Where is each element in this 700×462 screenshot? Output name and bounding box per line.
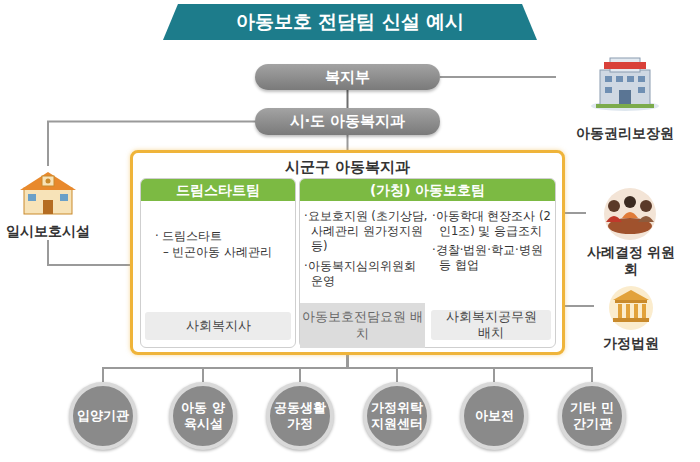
bullet-text: ·요보호지원 (초기상담, 사례관리 원가정지원 등): [304, 209, 428, 254]
node-label: 사례결정 위원회: [586, 244, 676, 278]
ministry-box: 복지부: [255, 64, 440, 90]
node-label: 입양기관: [77, 408, 129, 424]
district-frame: 시군구 아동복지과드림스타트팀 · 드림스타트– 빈곤아동 사례관리사회복지사 (가…: [130, 150, 565, 355]
node-label: 사회복지사: [186, 318, 251, 334]
node-label: 사회복지공무원 배치: [445, 309, 537, 340]
connector-line: [48, 240, 130, 265]
staff-box: 사회복지공무원 배치: [431, 310, 551, 340]
title-banner: 아동보호 전담팀 신설 예시: [163, 4, 537, 40]
node-label: 시·도 아동복지과: [290, 112, 406, 131]
node-label: 아동보호전담요원 배치: [300, 309, 425, 343]
agency-circle: 공동생활 가정: [266, 382, 334, 450]
panel-header: 드림스타트팀: [141, 179, 295, 201]
node-label: 기타 민간기관: [565, 400, 619, 433]
bullet-text: – 빈곤아동 사례관리: [163, 245, 293, 260]
shelter-node: 일시보호시설: [5, 166, 91, 240]
committee-node: 사례결정 위원회: [586, 186, 676, 278]
text-slot: ·요보호지원 (초기상담, 사례관리 원가정지원 등): [304, 209, 428, 254]
panel-header: (가칭) 아동보호팀: [300, 179, 555, 201]
text-slot: (가칭) 아동보호팀: [300, 179, 555, 201]
staff-box: 아동보호전담요원 배치: [300, 303, 425, 348]
node-label: 복지부: [325, 68, 370, 87]
node-label: 아동권리보장원: [576, 125, 674, 142]
connector-line: [348, 355, 593, 382]
text-slot: · 드림스타트: [155, 229, 293, 244]
committee-icon: [604, 188, 656, 240]
connector-line: [565, 212, 586, 214]
text-slot: – 빈곤아동 사례관리: [163, 245, 293, 260]
node-label: 시군구 아동복지과: [133, 153, 562, 177]
connector-line: [300, 355, 348, 382]
connector-line: [203, 355, 348, 382]
team-panel: 드림스타트팀 · 드림스타트– 빈곤아동 사례관리사회복지사: [140, 178, 296, 348]
connector-line: [103, 355, 348, 382]
agency-circle: 아동 양육시설: [169, 382, 237, 450]
agency-circle: 가정위탁 지원센터: [363, 382, 431, 450]
province-box: 시·도 아동복지과: [255, 108, 440, 135]
text-slot: 드림스타트팀: [141, 179, 295, 201]
connector-line: [347, 135, 349, 150]
connector-line: [347, 90, 349, 108]
agency-circle: 아보전: [460, 382, 528, 450]
agency-circle: 입양기관: [69, 382, 137, 450]
diagram-title: 아동보호 전담팀 신설 예시: [236, 9, 465, 35]
bullet-text: · 드림스타트: [155, 229, 293, 244]
connector-line: [565, 305, 594, 307]
shelter-building-icon: [20, 172, 76, 214]
text-slot: ·아동복지심의위원회 운영: [304, 259, 428, 289]
bullet-text: ·경찰·법원·학교·병원 등 협업: [432, 243, 554, 273]
node-label: 가정위탁 지원센터: [370, 400, 424, 433]
court-node: 가정법원: [594, 286, 668, 352]
text-slot: ·경찰·법원·학교·병원 등 협업: [432, 243, 554, 273]
connector-line: [440, 76, 556, 78]
team-panel: (가칭) 아동보호팀·요보호지원 (초기상담, 사례관리 원가정지원 등)·아동…: [299, 178, 556, 348]
agency-circle: 기타 민간기관: [558, 382, 626, 450]
node-label: 공동생활 가정: [273, 400, 327, 433]
node-label: 아보전: [475, 408, 514, 424]
institute-node: 아동권리보장원: [556, 52, 694, 142]
court-icon: [609, 286, 653, 330]
bullet-text: ·아동복지심의위원회 운영: [304, 259, 428, 289]
node-label: 가정법원: [603, 335, 659, 352]
node-label: 아동 양육시설: [176, 400, 230, 433]
text-slot: ·아동학대 현장조사 (2인1조) 및 응급조치: [432, 209, 554, 239]
institute-building-icon: [591, 58, 659, 111]
node-label: 일시보호시설: [6, 223, 90, 240]
staff-box: 사회복지사: [145, 312, 291, 340]
bullet-text: ·아동학대 현장조사 (2인1조) 및 응급조치: [432, 209, 554, 239]
